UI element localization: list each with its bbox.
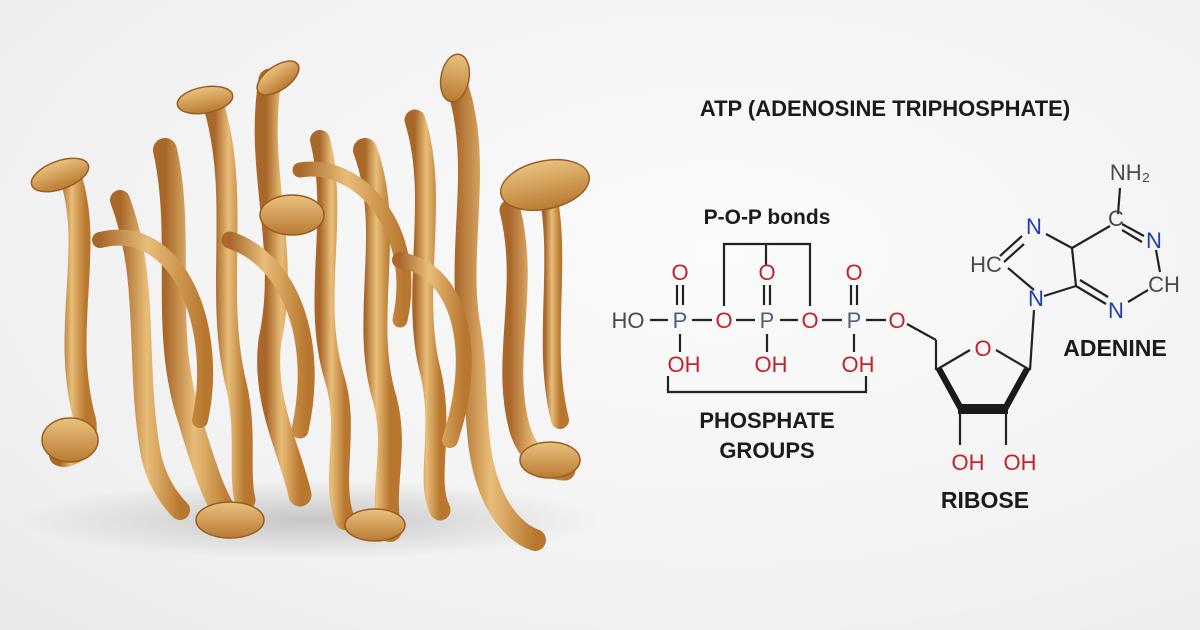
atom-n9: N	[1028, 286, 1044, 311]
ribose-ring: O OH OH	[934, 309, 1037, 475]
atom-o-ester: O	[888, 308, 905, 333]
phosphate-group-bracket	[666, 376, 868, 394]
atom-n7: N	[1026, 214, 1042, 239]
atom-o-double2: O	[758, 260, 775, 285]
phosphate-bonds	[650, 285, 937, 352]
atom-o-bridge1: O	[715, 308, 732, 333]
phosphate-groups-label-line2: GROUPS	[719, 438, 814, 463]
atp-structure: ATP (ADENOSINE TRIPHOSPHATE) P-O-P bonds	[612, 96, 1180, 513]
pop-bond-brackets	[722, 242, 812, 306]
atom-o-double3: O	[845, 260, 862, 285]
atom-n1: N	[1146, 228, 1162, 253]
atom-o-ring: O	[974, 336, 991, 361]
atom-oh3: OH	[842, 352, 875, 377]
atom-oh2: OH	[755, 352, 788, 377]
atom-oh-ribose2: OH	[1004, 450, 1037, 475]
atom-p1: P	[673, 308, 688, 333]
atom-oh-ribose1: OH	[952, 450, 985, 475]
atom-c6: C	[1108, 206, 1124, 231]
atom-p3: P	[847, 308, 862, 333]
adenine-label: ADENINE	[1063, 335, 1167, 361]
ribose-label: RIBOSE	[941, 487, 1029, 513]
mushroom-caps	[30, 53, 591, 542]
phosphate-atoms: HO P O P O P O O O O OH OH OH	[612, 260, 906, 377]
atom-nh2: NH₂	[1110, 160, 1150, 185]
atom-ch: CH	[1148, 272, 1180, 297]
atom-n3: N	[1108, 298, 1124, 323]
atom-p2: P	[760, 308, 775, 333]
mushroom-stems	[49, 68, 576, 551]
pop-bonds-label: P-O-P bonds	[704, 206, 831, 229]
diagram-title: ATP (ADENOSINE TRIPHOSPHATE)	[700, 96, 1070, 121]
atom-o-bridge2: O	[801, 308, 818, 333]
atom-oh1: OH	[668, 352, 701, 377]
atom-o-double1: O	[671, 260, 688, 285]
adenine-ring: NH₂ C N CH N N HC N	[970, 160, 1180, 323]
atom-ho: HO	[612, 308, 645, 333]
cordyceps-photo	[20, 53, 600, 560]
atom-hc8: HC	[970, 252, 1002, 277]
phosphate-groups-label-line1: PHOSPHATE	[699, 408, 834, 433]
